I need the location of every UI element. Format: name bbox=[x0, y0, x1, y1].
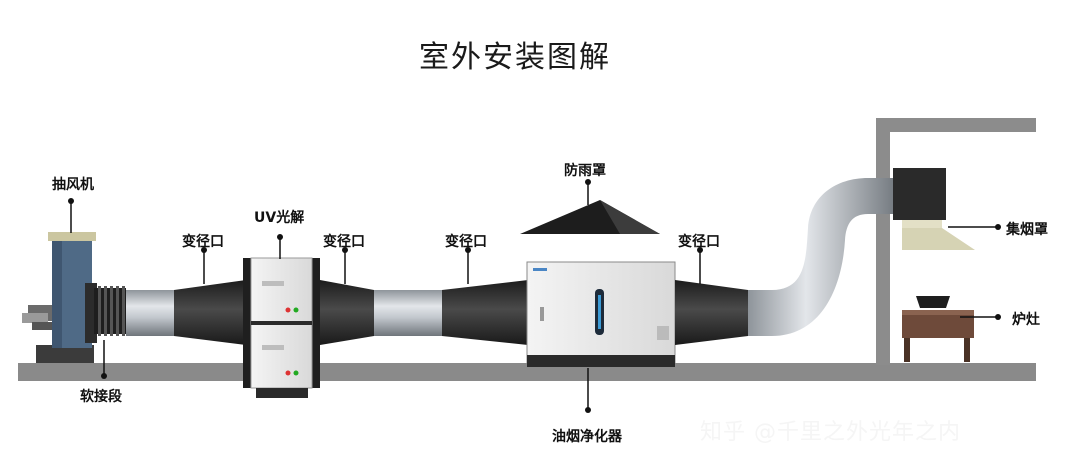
reducer-4 bbox=[675, 280, 748, 345]
label-reducer-4: 变径口 bbox=[678, 234, 720, 250]
label-reducer-1: 变径口 bbox=[182, 234, 224, 250]
curved-duct bbox=[748, 178, 893, 336]
duct-segment bbox=[126, 290, 174, 336]
label-purifier: 油烟净化器 bbox=[552, 429, 622, 445]
leader-dots bbox=[68, 179, 1001, 413]
exhaust-fan bbox=[22, 232, 97, 363]
label-reducer-2: 变径口 bbox=[323, 234, 365, 250]
reducer-3 bbox=[442, 280, 528, 345]
label-fan: 抽风机 bbox=[52, 177, 94, 193]
reducer-2 bbox=[320, 280, 374, 345]
label-hood: 集烟罩 bbox=[1006, 222, 1048, 238]
stove bbox=[902, 296, 974, 362]
oil-smoke-purifier bbox=[526, 261, 676, 367]
smoke-hood bbox=[893, 168, 975, 250]
label-uv: UV光解 bbox=[254, 210, 305, 226]
uv-unit bbox=[243, 257, 320, 398]
page-title: 室外安装图解 bbox=[419, 40, 611, 75]
watermark: 知乎 @千里之外光年之内 bbox=[700, 420, 961, 445]
label-stove: 炉灶 bbox=[1012, 312, 1040, 328]
soft-joint bbox=[94, 286, 126, 336]
reducer-1 bbox=[174, 280, 246, 345]
label-rain-cover: 防雨罩 bbox=[564, 163, 606, 179]
label-reducer-3: 变径口 bbox=[445, 234, 487, 250]
label-soft-joint: 软接段 bbox=[80, 389, 122, 405]
leader-lines bbox=[70, 182, 998, 410]
duct-segment-2 bbox=[374, 290, 442, 336]
